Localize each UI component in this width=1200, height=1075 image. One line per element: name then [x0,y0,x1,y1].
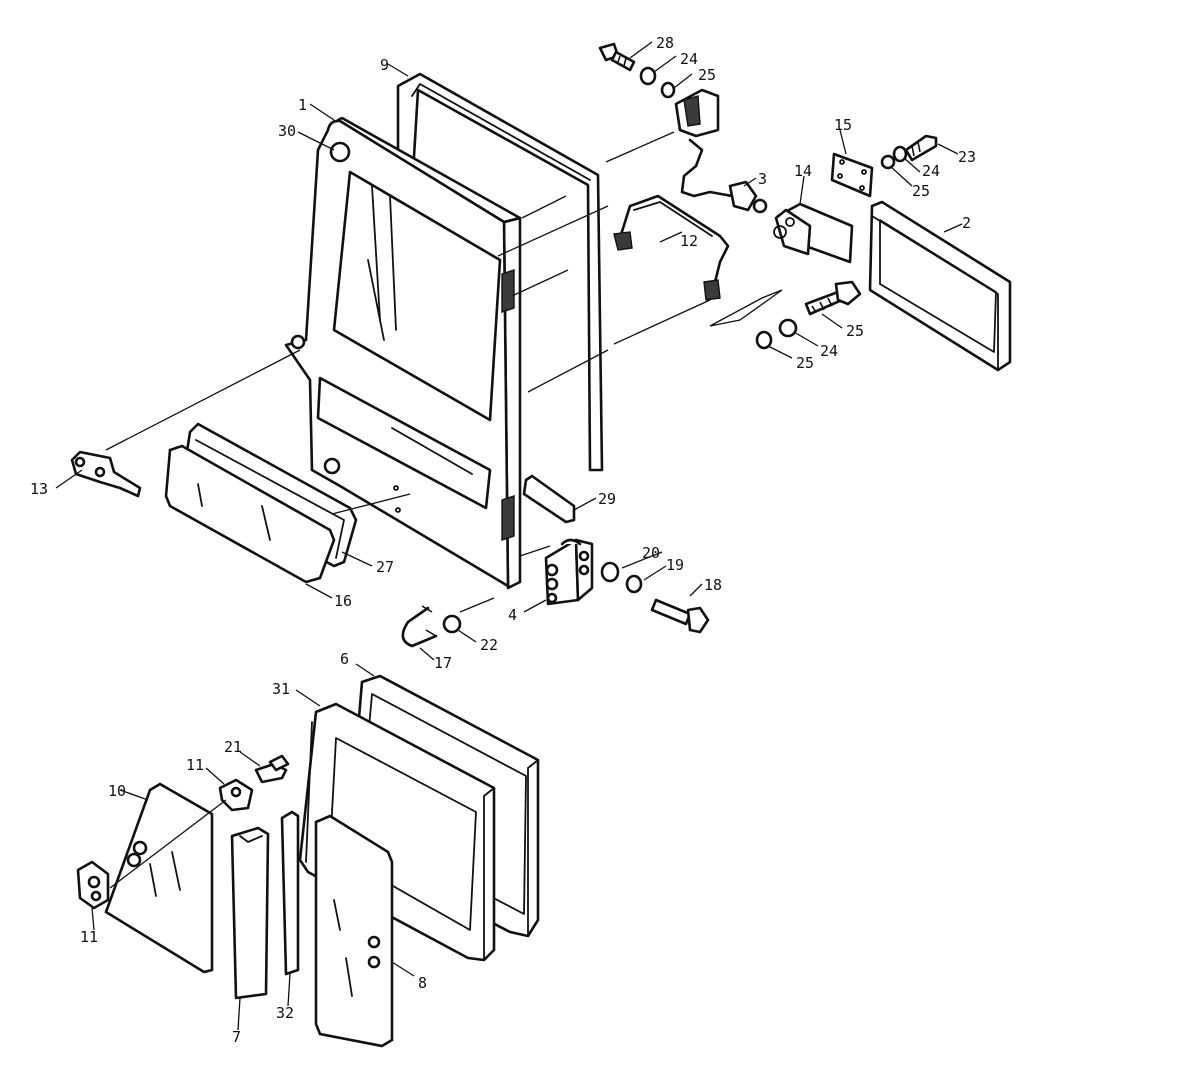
callout-18: 18 [704,576,722,594]
callout-14: 14 [794,162,812,180]
part-2-trim-frame [868,200,1012,372]
part-17-u-bolt [401,605,438,648]
callout-17: 17 [434,654,452,672]
callout-9: 10 [108,782,126,800]
callout-31: 31 [272,680,290,698]
callout-15: 15 [834,116,852,134]
part-24-washer-top [639,66,657,86]
part-10-sliding-glass [314,814,394,1048]
callout-20: 20 [642,544,660,562]
part-21-screw [254,754,290,784]
part-11-latch-plate-upper [218,778,254,812]
callout-3: 3 [758,170,767,188]
part-31-window-seal [298,702,496,962]
part-9-quarter-glass [104,782,214,974]
callout-32: 32 [276,1004,294,1022]
callout-4: 4 [508,606,517,624]
part-7-channel [230,826,270,1000]
part-25-washer-mid [755,330,773,350]
part-20-washer [600,561,620,583]
callout-labels: 9 1 30 32 28 24 25 15 23 24 25 3 14 12 2… [30,34,976,1046]
callout-10: 8 [418,974,427,992]
part-24-washer-right [892,145,908,163]
callout-11-upper: 11 [186,756,204,774]
callout-19: 19 [666,556,684,574]
part-24-washer-mid [778,318,798,338]
callout-7: 7 [232,1028,241,1046]
part-3-handle-latch [674,88,768,214]
callout-22: 22 [480,636,498,654]
part-12-linkage-rod [613,194,730,301]
assembly-guide-lines [105,131,783,889]
callout-25-mid-label: 25 [796,354,814,372]
part-18-bolt [650,598,710,634]
part-16-window-glass [164,444,336,584]
part-25-washer-right [880,154,896,170]
callout-11-lower: 11 [80,928,98,946]
part-11-latch-plate-lower [76,860,110,910]
callout-23: 23 [958,148,976,166]
callout-leader-lines [55,41,963,1031]
callout-6: 6 [340,650,349,668]
part-1-door-frame [284,116,522,590]
callout-25-right: 25 [912,182,930,200]
callout-25-top: 25 [698,66,716,84]
part-26-bolt [804,280,862,316]
callout-24-mid: 24 [820,342,838,360]
callout-21: 21 [224,738,242,756]
part-15-cover-plate [830,152,874,198]
callout-24-right: 24 [922,162,940,180]
part-19-washer [625,574,643,594]
callout-26-mid: 25 [846,322,864,340]
callout-24-top: 24 [680,50,698,68]
part-14-bracket [773,202,854,264]
callout-29: 27 [376,558,394,576]
callout-2: 2 [962,214,971,232]
callout-12: 12 [680,232,698,250]
part-23-bolt [904,134,938,162]
callout-28-label: 28 [656,34,674,52]
part-25-washer-top [660,81,676,99]
callout-8: 9 [380,56,389,74]
callout-27: 30 [278,122,296,140]
part-22-nut [442,614,462,634]
part-28-bolt [598,42,636,72]
callout-30: 29 [598,490,616,508]
part-32-strip [280,810,300,976]
part-13-lock-plate [70,450,142,498]
part-30-strip [522,474,576,524]
callout-16: 16 [334,592,352,610]
part-4-hinge [544,538,594,606]
callout-13: 13 [30,480,48,498]
callout-1: 1 [298,96,307,114]
